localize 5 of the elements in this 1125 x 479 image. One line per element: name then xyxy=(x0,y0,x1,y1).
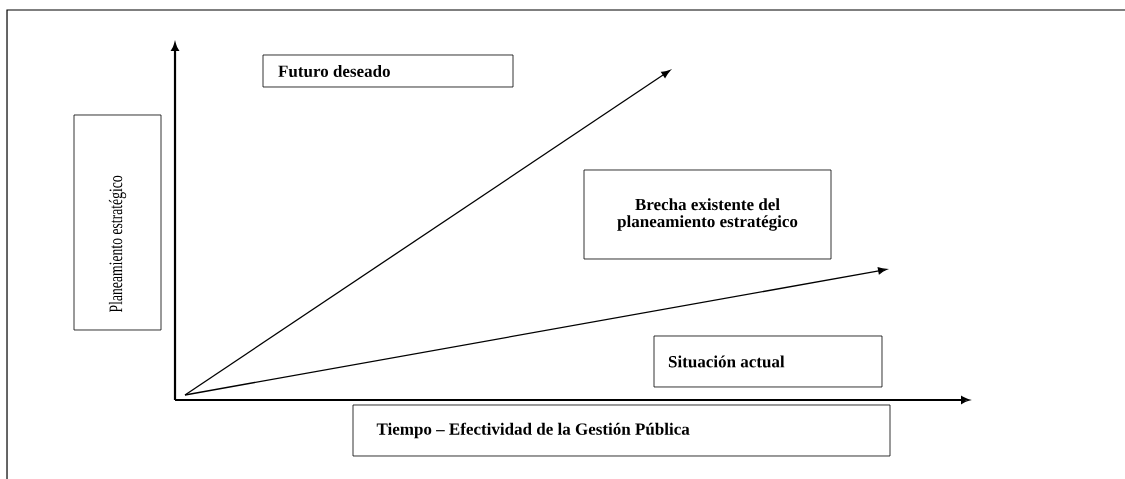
label-box: Situación actual xyxy=(653,335,883,388)
label-box: Planeamiento estratégico xyxy=(73,114,162,331)
label-box: Tiempo – Efectividad de la Gestión Pública xyxy=(352,404,891,457)
label-box: Futuro deseado xyxy=(262,54,514,88)
label-box: Brecha existente del planeamiento estratégico xyxy=(583,169,832,260)
